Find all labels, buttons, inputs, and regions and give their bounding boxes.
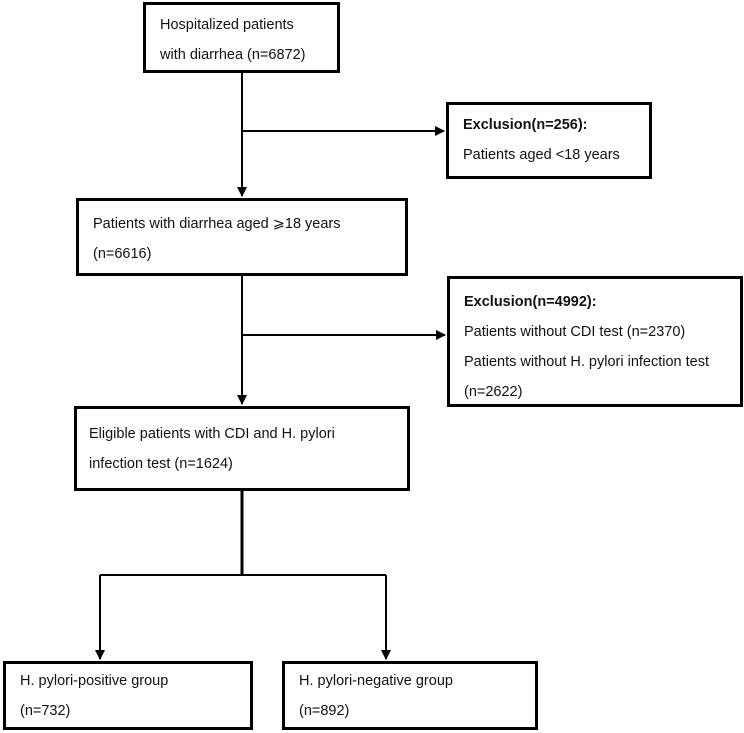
box-hospitalized-patients: Hospitalized patients with diarrhea (n=6… xyxy=(143,2,340,73)
box-text-line: infection test (n=1624) xyxy=(89,456,233,472)
box-text-line: Patients with diarrhea aged ⩾18 years xyxy=(93,216,341,232)
box-text-line: (n=2622) xyxy=(464,384,523,400)
box-exclusion-1: Exclusion(n=256): Patients aged <18 year… xyxy=(446,102,652,179)
box-text-line: (n=892) xyxy=(299,703,350,719)
box-text-line: (n=732) xyxy=(20,703,71,719)
box-eligible-patients: Eligible patients with CDI and H. pylori… xyxy=(74,406,410,491)
box-adult-patients: Patients with diarrhea aged ⩾18 years (n… xyxy=(76,198,408,276)
box-negative-group: H. pylori-negative group (n=892) xyxy=(282,661,538,730)
box-text-line: (n=6616) xyxy=(93,246,152,262)
box-text-line: Patients without H. pylori infection tes… xyxy=(464,354,710,370)
exclusion-title: Exclusion(n=256): xyxy=(463,117,588,133)
box-text-line: Eligible patients with CDI and H. pylori xyxy=(89,426,335,442)
exclusion-title: Exclusion(n=4992): xyxy=(464,294,597,310)
box-text-line: with diarrhea (n=6872) xyxy=(160,47,306,63)
box-text-line: H. pylori-positive group xyxy=(20,673,169,689)
box-text-line: Patients without CDI test (n=2370) xyxy=(464,324,686,340)
box-text-line: H. pylori-negative group xyxy=(299,673,453,689)
box-exclusion-2: Exclusion(n=4992): Patients without CDI … xyxy=(447,276,743,407)
box-text-line: Hospitalized patients xyxy=(160,17,294,33)
box-text-line: Patients aged <18 years xyxy=(463,147,620,163)
box-positive-group: H. pylori-positive group (n=732) xyxy=(3,661,253,730)
